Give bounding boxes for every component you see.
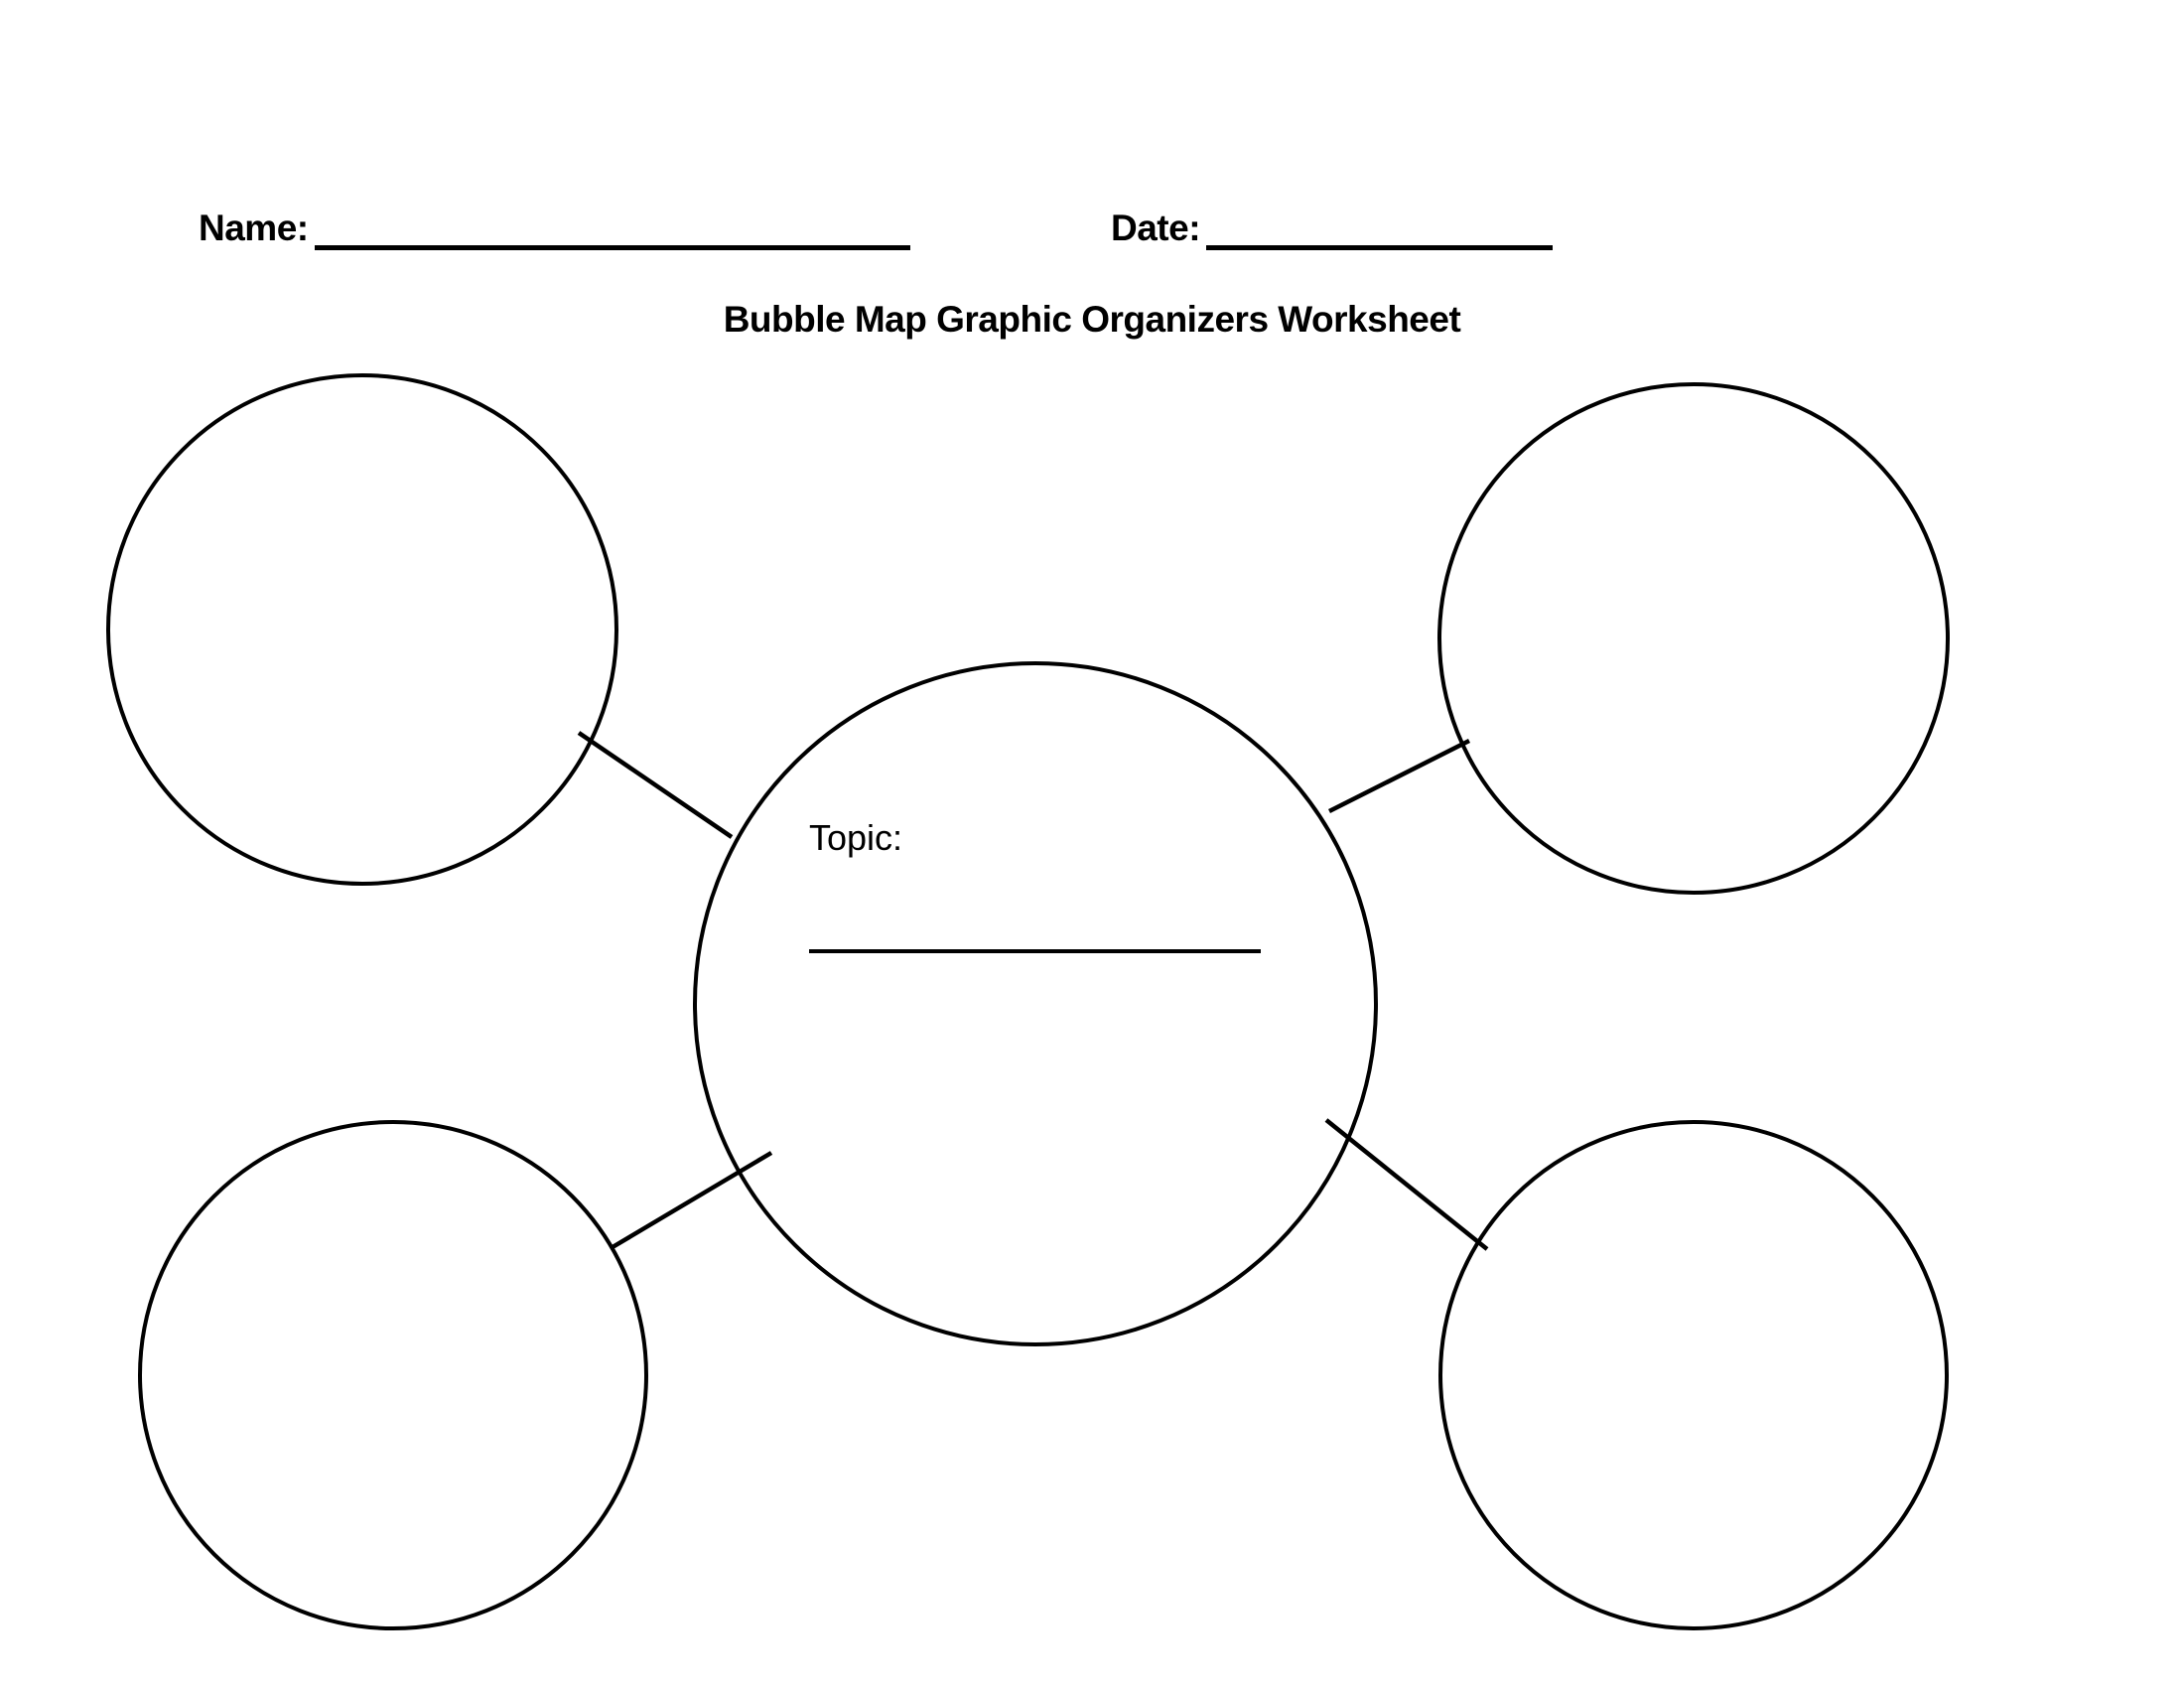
name-field-label: Name: (199, 208, 309, 248)
name-blank-line (315, 245, 910, 250)
connector-top-right (1327, 738, 1471, 814)
date-blank-line (1206, 245, 1553, 250)
bubble-bottom-left (138, 1120, 648, 1630)
connector-top-left (577, 731, 734, 839)
topic-blank-line (809, 949, 1261, 953)
connector-bottom-left (611, 1151, 773, 1249)
bubble-top-right (1437, 382, 1950, 895)
topic-field-label: Topic: (809, 817, 903, 858)
connector-bottom-right (1324, 1118, 1489, 1251)
bubble-bottom-right (1438, 1120, 1949, 1630)
date-field-label: Date: (1111, 208, 1201, 248)
bubble-top-left (106, 373, 618, 886)
center-topic-bubble (693, 661, 1378, 1346)
page-title: Bubble Map Graphic Organizers Worksheet (723, 299, 1461, 340)
